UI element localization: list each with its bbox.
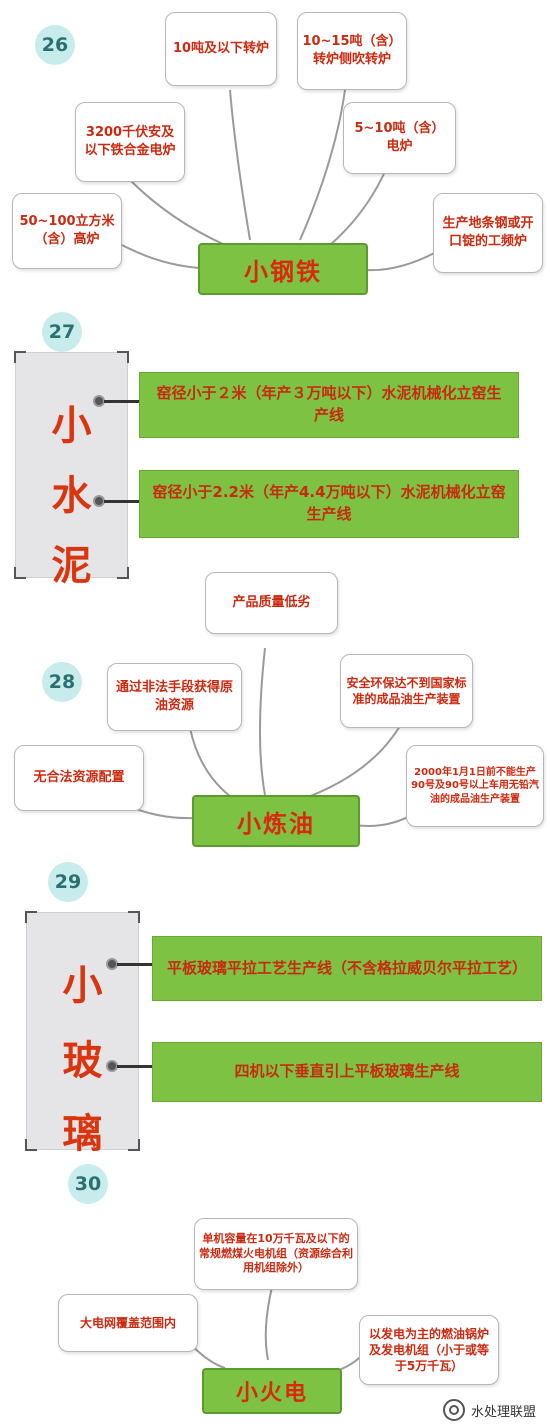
item-bubble: 大电网覆盖范围内: [58, 1294, 198, 1352]
item-bubble: 无合法资源配置: [14, 745, 144, 811]
item-bubble: 生产地条钢或开口锭的工频炉: [433, 193, 543, 273]
item-bubble: 安全环保达不到国家标准的成品油生产装置: [340, 654, 473, 728]
section-number-27: 27: [42, 312, 82, 352]
title-char: 泥: [51, 542, 92, 589]
section-28: 28 产品质量低劣 通过非法手段获得原油资源 安全环保达不到国家标准的成品油生产…: [0, 572, 550, 860]
vertical-title-panel: 小 水 泥: [14, 351, 129, 589]
section-29: 29 小 玻 璃 平板玻璃平拉工艺生产线（不含格拉威贝尔平拉工艺） 四机以下垂直…: [0, 860, 550, 1160]
section-number-28: 28: [42, 662, 82, 702]
title-char: 水: [51, 472, 92, 519]
item-bar: 窑径小于２米（年产３万吨以下）水泥机械化立窑生产线: [139, 372, 519, 438]
section-26: 26 10吨及以下转炉 10~15吨（含）转炉侧吹转炉 3200千伏安及以下铁合…: [0, 0, 550, 310]
wechat-icon: [442, 1399, 465, 1421]
title-char: 小: [62, 962, 103, 1009]
connector-stem: [117, 1065, 153, 1068]
item-bubble: 10吨及以下转炉: [165, 12, 277, 86]
title-char: 璃: [62, 1110, 103, 1157]
section-title: 小炼油: [192, 795, 360, 847]
item-bubble: 以发电为主的燃油锅炉及发电机组（小于或等于5万千瓦）: [359, 1315, 499, 1385]
item-bar: 平板玻璃平拉工艺生产线（不含格拉威贝尔平拉工艺）: [152, 936, 542, 1001]
section-title: 小火电: [202, 1368, 342, 1414]
section-30: 30 单机容量在10万千瓦及以下的常规燃煤火电机组（资源综合利用机组除外） 大电…: [0, 1160, 550, 1427]
title-char: 小: [51, 402, 92, 449]
item-bubble: 产品质量低劣: [205, 572, 338, 634]
title-char: 玻: [62, 1037, 103, 1084]
item-bubble: 50~100立方米（含）高炉: [12, 193, 122, 269]
section-number-30: 30: [68, 1164, 108, 1204]
connector-stem: [104, 500, 140, 503]
watermark-text: 水处理联盟: [470, 1404, 536, 1420]
item-bubble: 10~15吨（含）转炉侧吹转炉: [297, 12, 407, 90]
section-27: 27 小 水 泥 窑径小于２米（年产３万吨以下）水泥机械化立窑生产线 窑径小于2…: [0, 310, 550, 590]
watermark: 水处理联盟: [442, 1399, 536, 1421]
section-number-29: 29: [48, 862, 88, 902]
item-bar: 四机以下垂直引上平板玻璃生产线: [152, 1042, 542, 1102]
connector-stem: [117, 963, 153, 966]
item-bubble: 5~10吨（含）电炉: [343, 102, 456, 174]
item-bubble: 2000年1月1日前不能生产90号及90号以上车用无铅汽油的成品油生产装置: [406, 745, 544, 827]
item-bubble: 通过非法手段获得原油资源: [107, 663, 242, 731]
connector-stem: [104, 400, 140, 403]
section-title: 小钢铁: [198, 243, 368, 295]
item-bubble: 单机容量在10万千瓦及以下的常规燃煤火电机组（资源综合利用机组除外）: [194, 1218, 358, 1290]
vertical-title-panel: 小 玻 璃: [25, 911, 140, 1157]
item-bar: 窑径小于2.2米（年产4.4万吨以下）水泥机械化立窑生产线: [139, 470, 519, 538]
item-bubble: 3200千伏安及以下铁合金电炉: [75, 102, 185, 182]
section-number-26: 26: [35, 25, 75, 65]
